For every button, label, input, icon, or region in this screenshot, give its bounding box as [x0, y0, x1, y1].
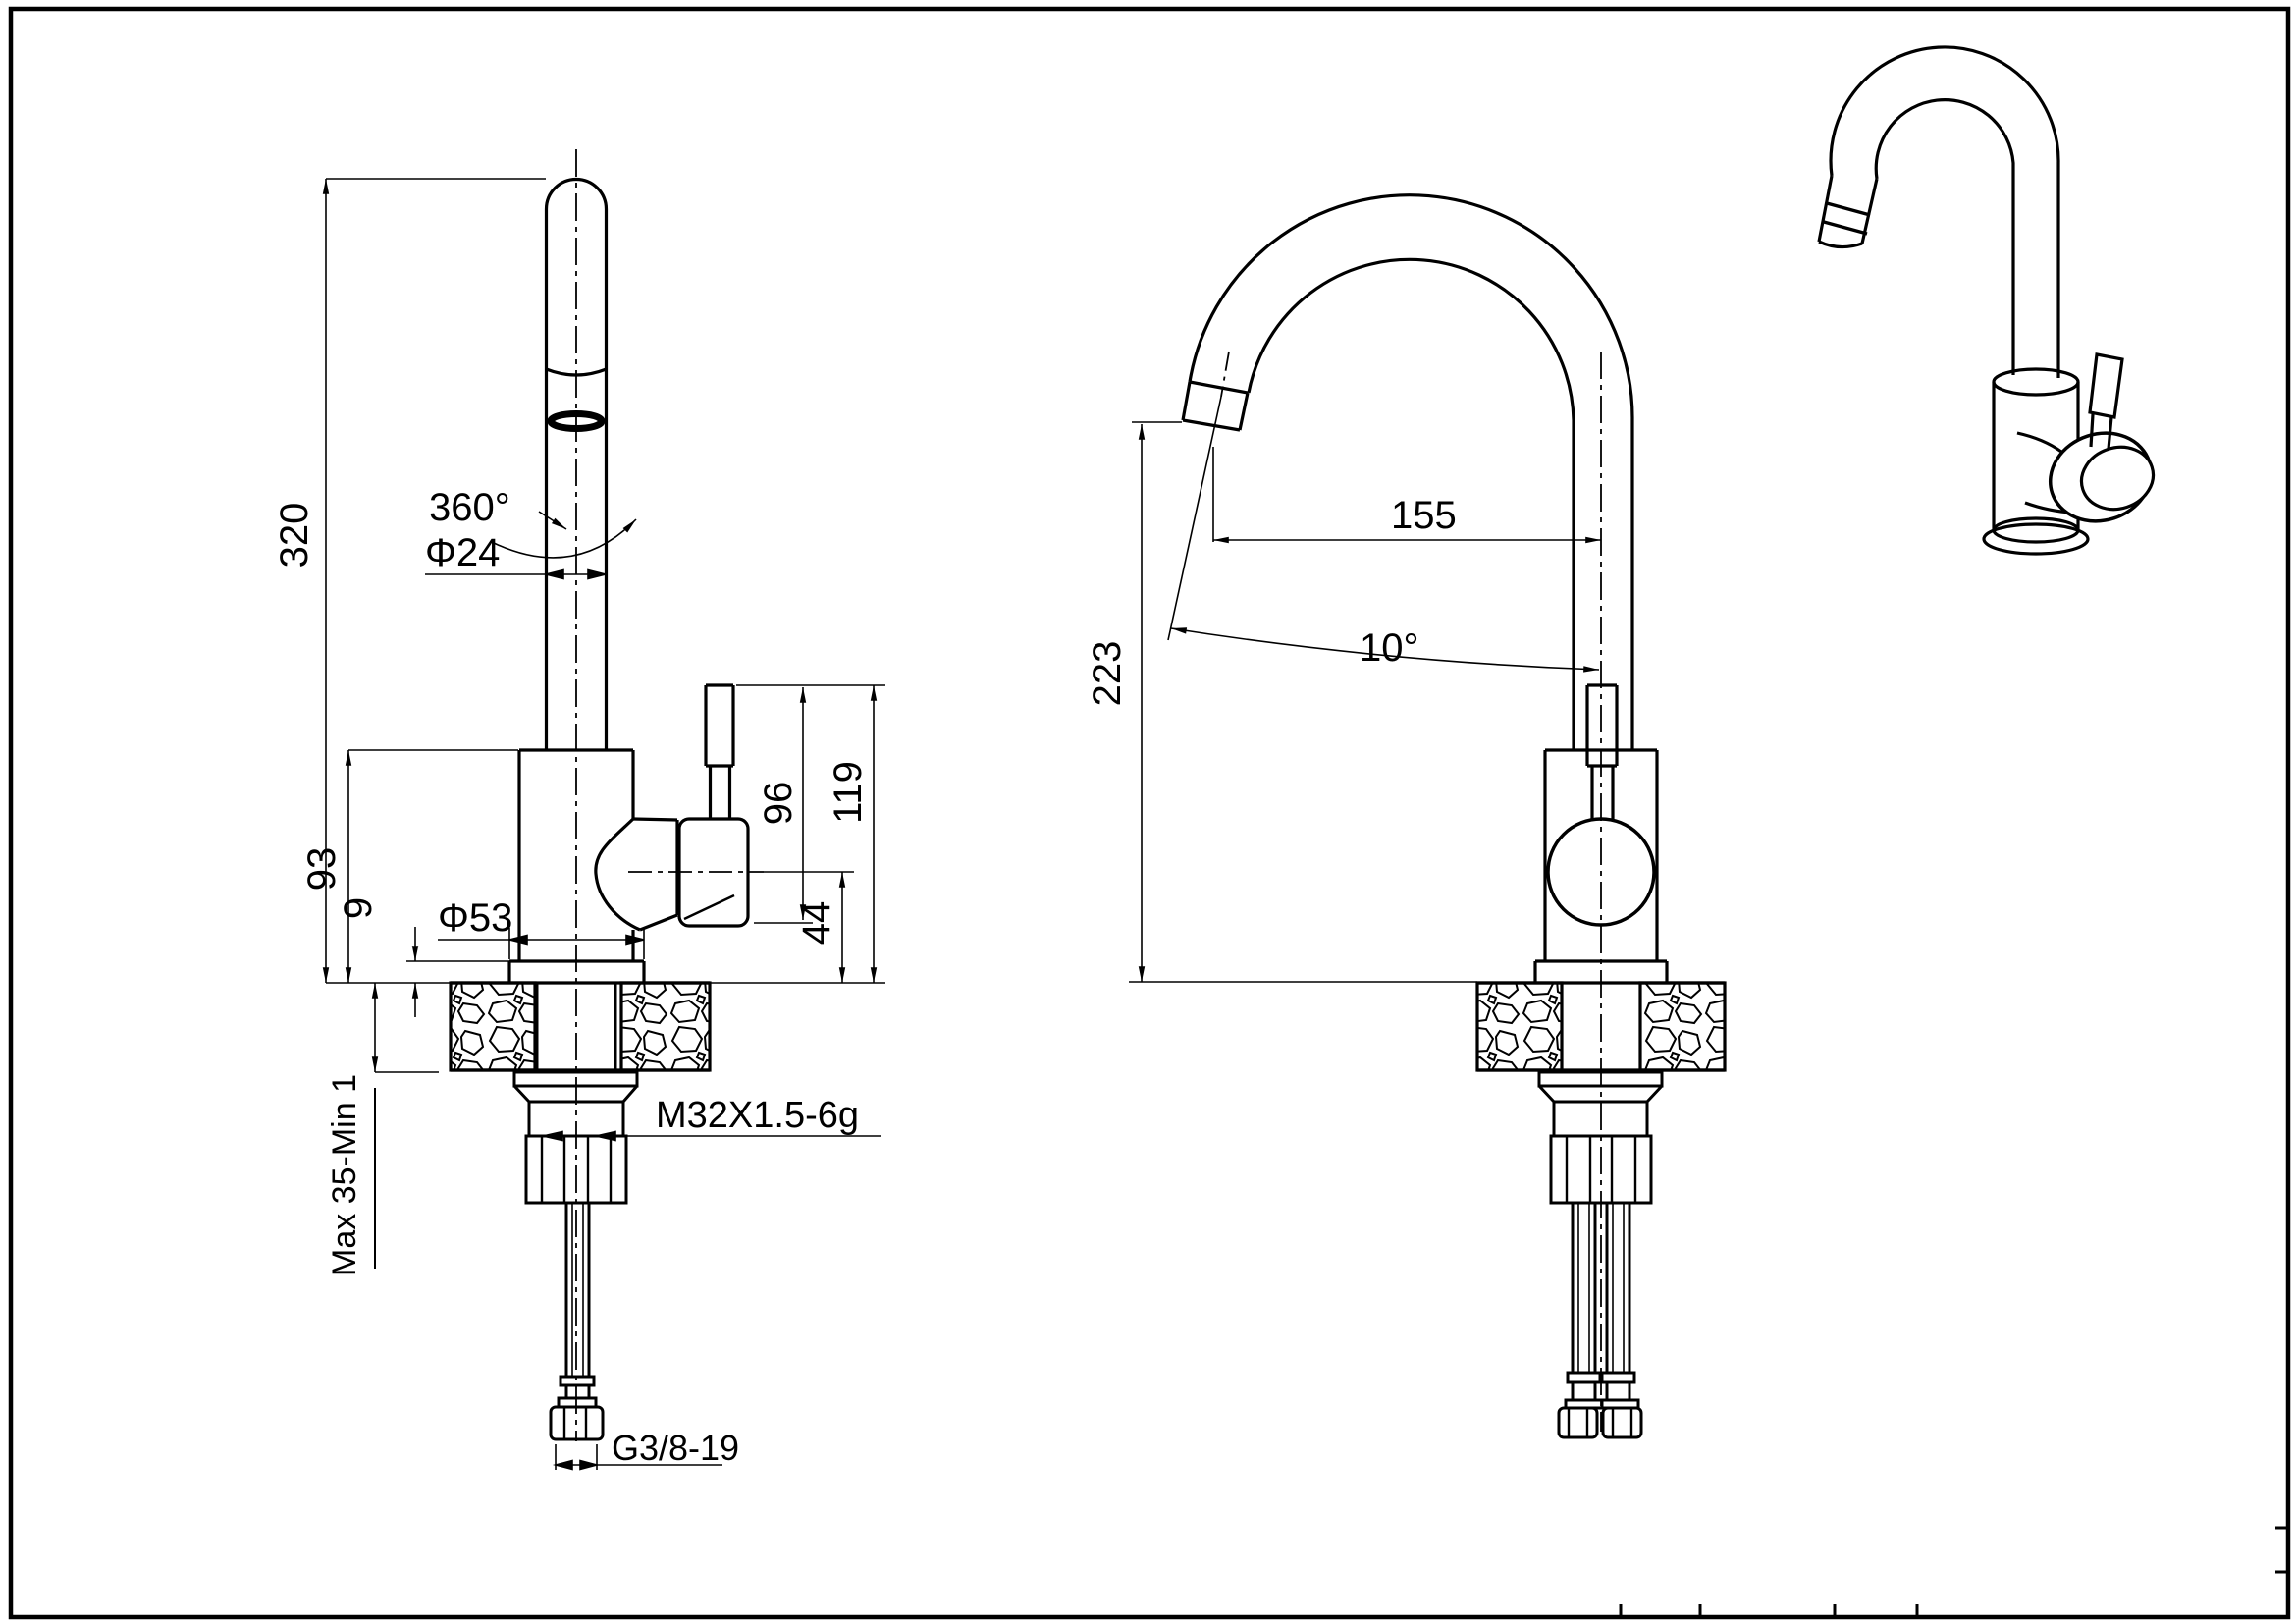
dim-outlet-height-label: 223 — [1086, 641, 1129, 707]
dim-handle-axis-height-label: 44 — [795, 901, 838, 946]
front-swivel-ball — [1546, 817, 1656, 927]
dim-swivel-angle-label: 360° — [429, 486, 510, 529]
perspective-spout-outer — [1829, 45, 2060, 378]
dim-lever-top-height-label: 119 — [827, 761, 870, 824]
front-spout — [1181, 193, 1634, 750]
side-view: 320 360° Φ24 93 9 Φ53 Max 35-Min 1 M32X1… — [273, 149, 885, 1471]
dim-total-height-label: 320 — [273, 503, 316, 568]
front-body — [1533, 683, 1669, 983]
perspective-view — [1817, 45, 2156, 556]
front-tip-axis — [1220, 351, 1230, 398]
front-mounting-shank — [1537, 983, 1664, 1439]
front-view: 223 155 10° — [1086, 193, 1727, 1439]
side-dimension-labels: 320 360° Φ24 93 9 Φ53 Max 35-Min 1 M32X1… — [273, 486, 870, 1468]
side-mounting-shank — [512, 983, 639, 1441]
dim-handle-height-label: 96 — [757, 782, 800, 826]
dim-spout-diameter-label: Φ24 — [425, 531, 500, 574]
perspective-handle-hub — [2079, 445, 2156, 512]
front-lock-nut — [1549, 1134, 1653, 1205]
dim-spout-reach-label: 155 — [1391, 494, 1457, 537]
side-countertop — [449, 981, 712, 1072]
perspective-lever — [2088, 352, 2124, 419]
side-spout-oring — [547, 410, 606, 432]
side-supply-nut — [549, 1405, 605, 1441]
front-countertop — [1475, 981, 1727, 1072]
side-handle-cone-curve — [594, 817, 641, 932]
dim-spout-angle-label: 10° — [1360, 626, 1419, 670]
front-supply-hoses — [1557, 1203, 1643, 1439]
perspective-handle-cone — [2016, 431, 2062, 454]
perspective-spout-inner — [1874, 98, 2015, 375]
dim-body-height-label: 93 — [300, 847, 344, 892]
dim-supply-thread-label: G3/8-19 — [612, 1428, 739, 1468]
front-dimensions — [1129, 421, 1601, 983]
front-dimension-labels: 223 155 10° — [1086, 494, 1457, 706]
page-border — [8, 6, 2291, 1620]
dim-mounting-range-label: Max 35-Min 1 — [326, 1074, 363, 1276]
dim-base-diameter-label: Φ53 — [438, 896, 512, 940]
dim-thread-spec-label: M32X1.5-6g — [656, 1095, 859, 1136]
dim-base-gap-label: 9 — [337, 897, 380, 919]
side-dimensions — [322, 178, 885, 1471]
side-spout — [544, 177, 609, 750]
frame-centering-marks — [1619, 1526, 2288, 1617]
side-body — [507, 748, 646, 983]
